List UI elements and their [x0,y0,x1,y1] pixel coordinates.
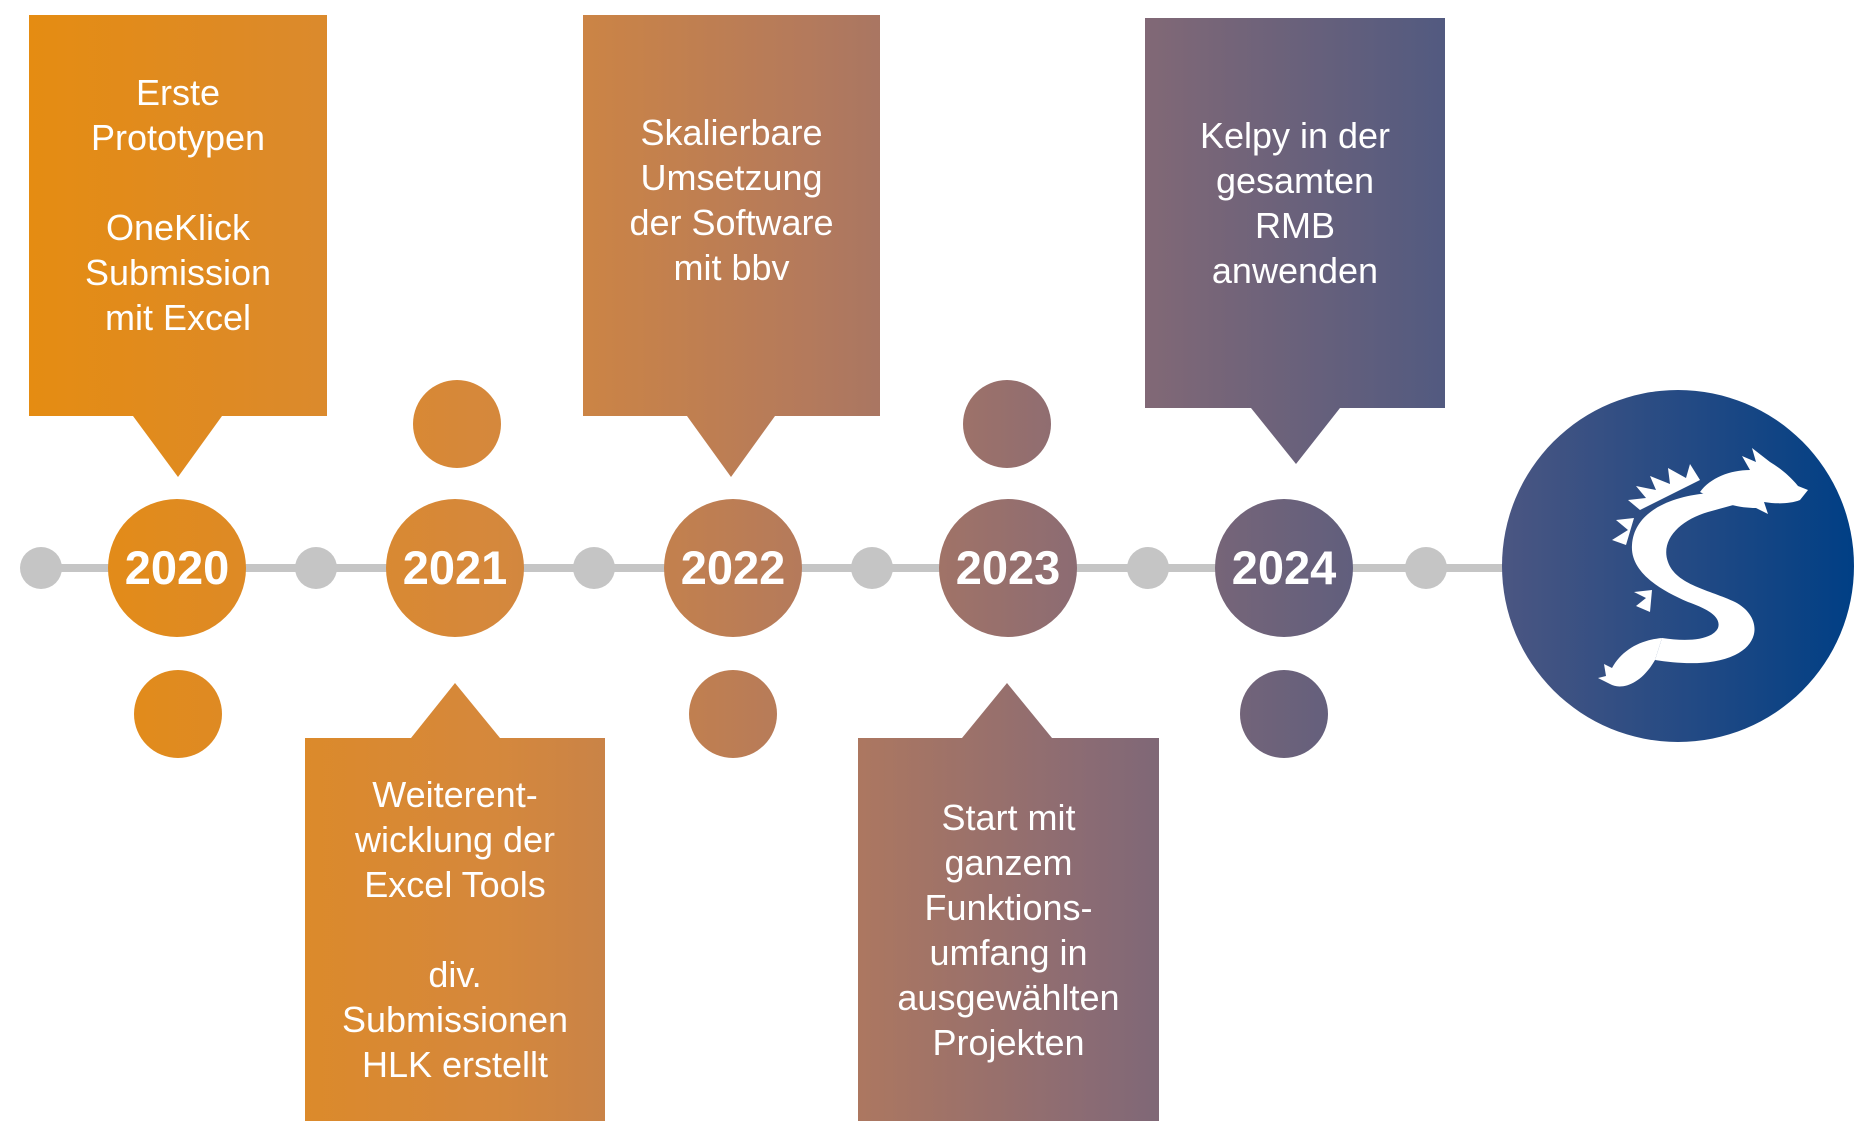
connector-dot [20,547,62,589]
connector-dot [295,547,337,589]
logo-badge [1502,390,1854,742]
callout-2023 [858,683,1159,1121]
callout-2024 [1145,18,1445,464]
sea-serpent-icon [1598,448,1808,687]
decor-circle [963,380,1051,468]
connector-dot [1405,547,1447,589]
year-circle-2021 [386,499,524,637]
year-label-2020: 2020 [124,541,230,594]
connector-dot [573,547,615,589]
year-circles [108,499,1353,637]
connector-dot [1127,547,1169,589]
callout-2020 [29,15,327,477]
decor-circle [413,380,501,468]
milestone-text-2021: Weiterent- wicklung der Excel Tools div.… [341,774,569,1085]
callout-2022 [583,15,880,477]
year-label-2023: 2023 [955,541,1061,594]
year-circle-2024 [1215,499,1353,637]
decor-circles [134,380,1328,758]
decor-circle [689,670,777,758]
milestone-text-2023: Start mit ganzem Funktions- umfang in au… [897,796,1120,1063]
year-label-2022: 2022 [680,541,786,594]
decor-circle [134,670,222,758]
milestone-text-2022: Skalierbare Umsetzung der Software mit b… [629,112,834,288]
milestone-text-2024: Kelpy in der gesamten RMB anwenden [1199,115,1391,291]
year-label-2021: 2021 [402,541,508,594]
year-circle-2023 [939,499,1077,637]
year-circle-2020 [108,499,246,637]
timeline-connector-dots [20,547,1447,589]
year-circle-2022 [664,499,802,637]
connector-dot [851,547,893,589]
milestone-text-2020: Erste Prototypen OneKlick Submission mit… [84,72,272,338]
callout-2021 [305,683,605,1121]
year-label-2024: 2024 [1231,541,1337,594]
decor-circle [1240,670,1328,758]
